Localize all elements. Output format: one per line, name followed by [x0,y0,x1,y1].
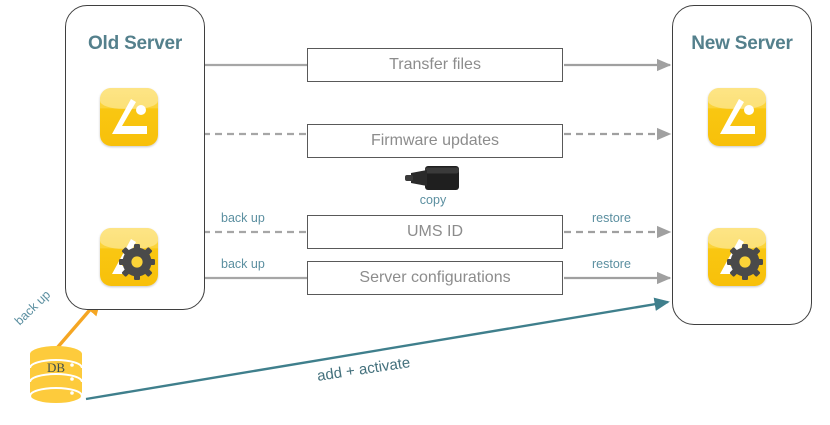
usb-dongle-icon [405,166,459,190]
old-server-title: Old Server [87,33,183,54]
usb-copy-label: copy [419,193,447,207]
label-box-transfer-files: Transfer files [307,48,563,82]
icon-gloss [708,228,766,249]
wire-label-restore-ums-id: restore [592,211,631,225]
wire-label-restore-server-configurations: restore [592,257,631,271]
icon-gloss [708,88,766,109]
database-cylinder-icon [29,346,83,405]
igel-app-config-icon-new [708,228,766,286]
igel-app-icon-old [100,88,158,146]
wire-label-backup-server-configurations: back up [221,257,265,271]
new-server-title: New Server [691,33,793,54]
wire-label-backup-ums-id: back up [221,211,265,225]
icon-gloss [100,228,158,249]
igel-app-icon-new [708,88,766,146]
database-label: DB [46,360,66,375]
icon-gloss [100,88,158,109]
igel-app-config-icon-old [100,228,158,286]
label-box-ums-id: UMS ID [307,215,563,249]
gear-icon [119,244,155,280]
label-box-firmware-updates: Firmware updates [307,124,563,158]
label-box-server-configurations: Server configurations [307,261,563,295]
gear-icon [727,244,763,280]
wire-add-activate [85,297,670,401]
